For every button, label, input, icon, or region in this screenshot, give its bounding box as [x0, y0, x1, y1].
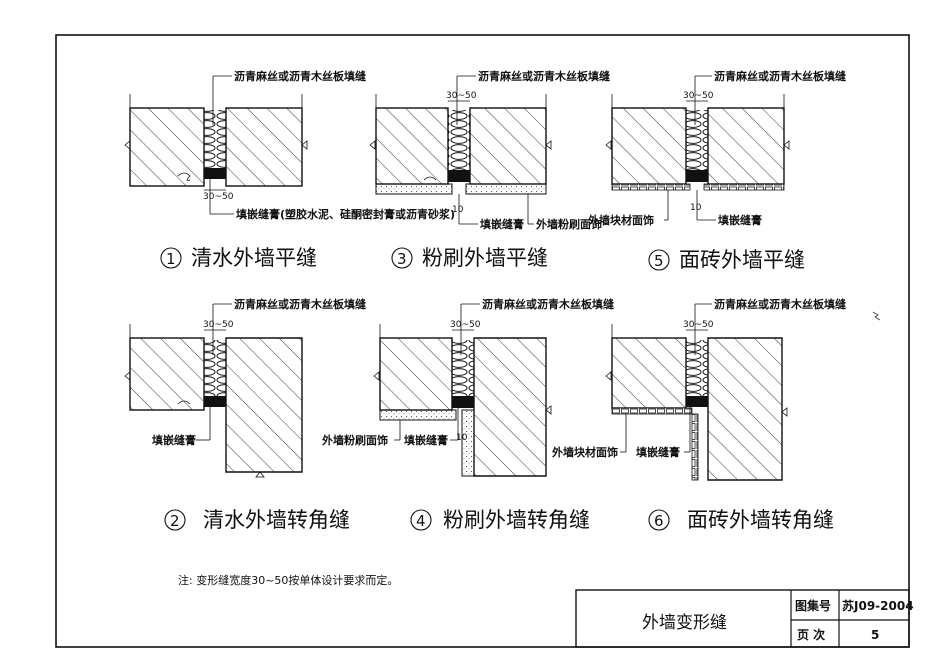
drawing-label: 10: [456, 433, 468, 443]
drawing-label: 苏J09-2004: [842, 598, 914, 613]
drawing-label: 2: [170, 512, 180, 530]
drawing-label: 沥青麻丝或沥青木丝板填缝: [714, 69, 846, 83]
detail-4: 沥青麻丝或沥青木丝板填缝 30~50 填嵌缝膏 10 外墙粉刷面饰 4 粉刷外墙…: [321, 297, 614, 532]
sealant-block: [204, 168, 226, 179]
filler-coil: [204, 110, 226, 168]
drawing-label: 图集号: [795, 598, 831, 613]
drawing-label: 填嵌缝膏: [636, 445, 680, 459]
drawing-label: 6: [654, 512, 664, 530]
drawing-label: 填嵌缝膏: [480, 217, 524, 231]
drawing-label: 10: [452, 205, 464, 215]
drawing-label: 清水外墙转角缝: [203, 508, 350, 532]
detail-5: 沥青麻丝或沥青木丝板填缝 30~50 填嵌缝膏 10 外墙块材面饰 5 面砖外墙…: [587, 69, 846, 272]
detail-2: 沥青麻丝或沥青木丝板填缝 30~50 填嵌缝膏 2 清水外墙转角缝: [124, 297, 366, 532]
drawing-label: 面砖外墙平缝: [679, 248, 805, 272]
detail-3: 沥青麻丝或沥青木丝板填缝 30~50 填嵌缝膏 10 外墙粉刷面饰 3 粉刷外墙…: [369, 69, 610, 270]
drawing-label: 外墙粉刷面饰: [321, 433, 388, 447]
drawing-label: 填嵌缝膏: [152, 433, 196, 447]
drawing-label: 4: [416, 512, 426, 530]
drawing-label: 30~50: [203, 192, 234, 202]
drawing-label: 页 次: [797, 627, 825, 642]
drawing-label: 30~50: [450, 320, 481, 330]
wall-right: [225, 107, 303, 187]
drawing-label: 粉刷外墙转角缝: [443, 508, 590, 532]
drawing-title: 外墙变形缝: [642, 613, 727, 633]
drawing-label: 填嵌缝膏: [718, 213, 762, 227]
drawing-label: 面砖外墙转角缝: [687, 508, 834, 532]
drawing-label: 填嵌缝膏(塑胶水泥、硅酮密封膏或沥青砂浆): [236, 207, 455, 221]
wall-left: [129, 107, 205, 187]
note-text: 注: 变形缝宽度30~50按单体设计要求而定。: [178, 573, 398, 587]
drawing-label: 30~50: [683, 91, 714, 101]
drawing-label: 沥青麻丝或沥青木丝板填缝: [482, 297, 614, 311]
detail-6: 沥青麻丝或沥青木丝板填缝 30~50 填嵌缝膏 外墙块材面饰 6 面砖外墙转角缝: [551, 297, 846, 532]
drawing-label: 沥青麻丝或沥青木丝板填缝: [478, 69, 610, 83]
drawing-label: 3: [397, 250, 407, 268]
drawing-label: 沥青麻丝或沥青木丝板填缝: [234, 69, 366, 83]
drawing-label: 沥青麻丝或沥青木丝板填缝: [714, 297, 846, 311]
drawing-label: 30~50: [203, 320, 234, 330]
drawing-label: 粉刷外墙平缝: [422, 246, 548, 270]
drawing-label: 30~50: [446, 91, 477, 101]
drawing-label: 外墙块材面饰: [551, 445, 618, 459]
drawing-label: 10: [690, 203, 702, 213]
drawing-label: 1: [166, 250, 176, 268]
drawing-label: 清水外墙平缝: [191, 246, 317, 270]
drawing-label: 沥青麻丝或沥青木丝板填缝: [234, 297, 366, 311]
drawing-label: 5: [654, 252, 664, 270]
drawing-label: 填嵌缝膏: [404, 433, 448, 447]
drawing-label: 外墙块材面饰: [587, 213, 654, 227]
title-block: 外墙变形缝 图集号 苏J09-2004 页 次 5: [575, 589, 914, 648]
sheet-border: [55, 34, 910, 648]
detail-1: 沥青麻丝或沥青木丝板填缝 30~50 填嵌缝膏(塑胶水泥、硅酮密封膏或沥青砂浆)…: [124, 69, 455, 270]
stray-mark: [872, 311, 881, 321]
drawing-label: 5: [871, 628, 879, 642]
drawing-label: 30~50: [683, 320, 714, 330]
drawing-label: 外墙粉刷面饰: [535, 217, 602, 231]
